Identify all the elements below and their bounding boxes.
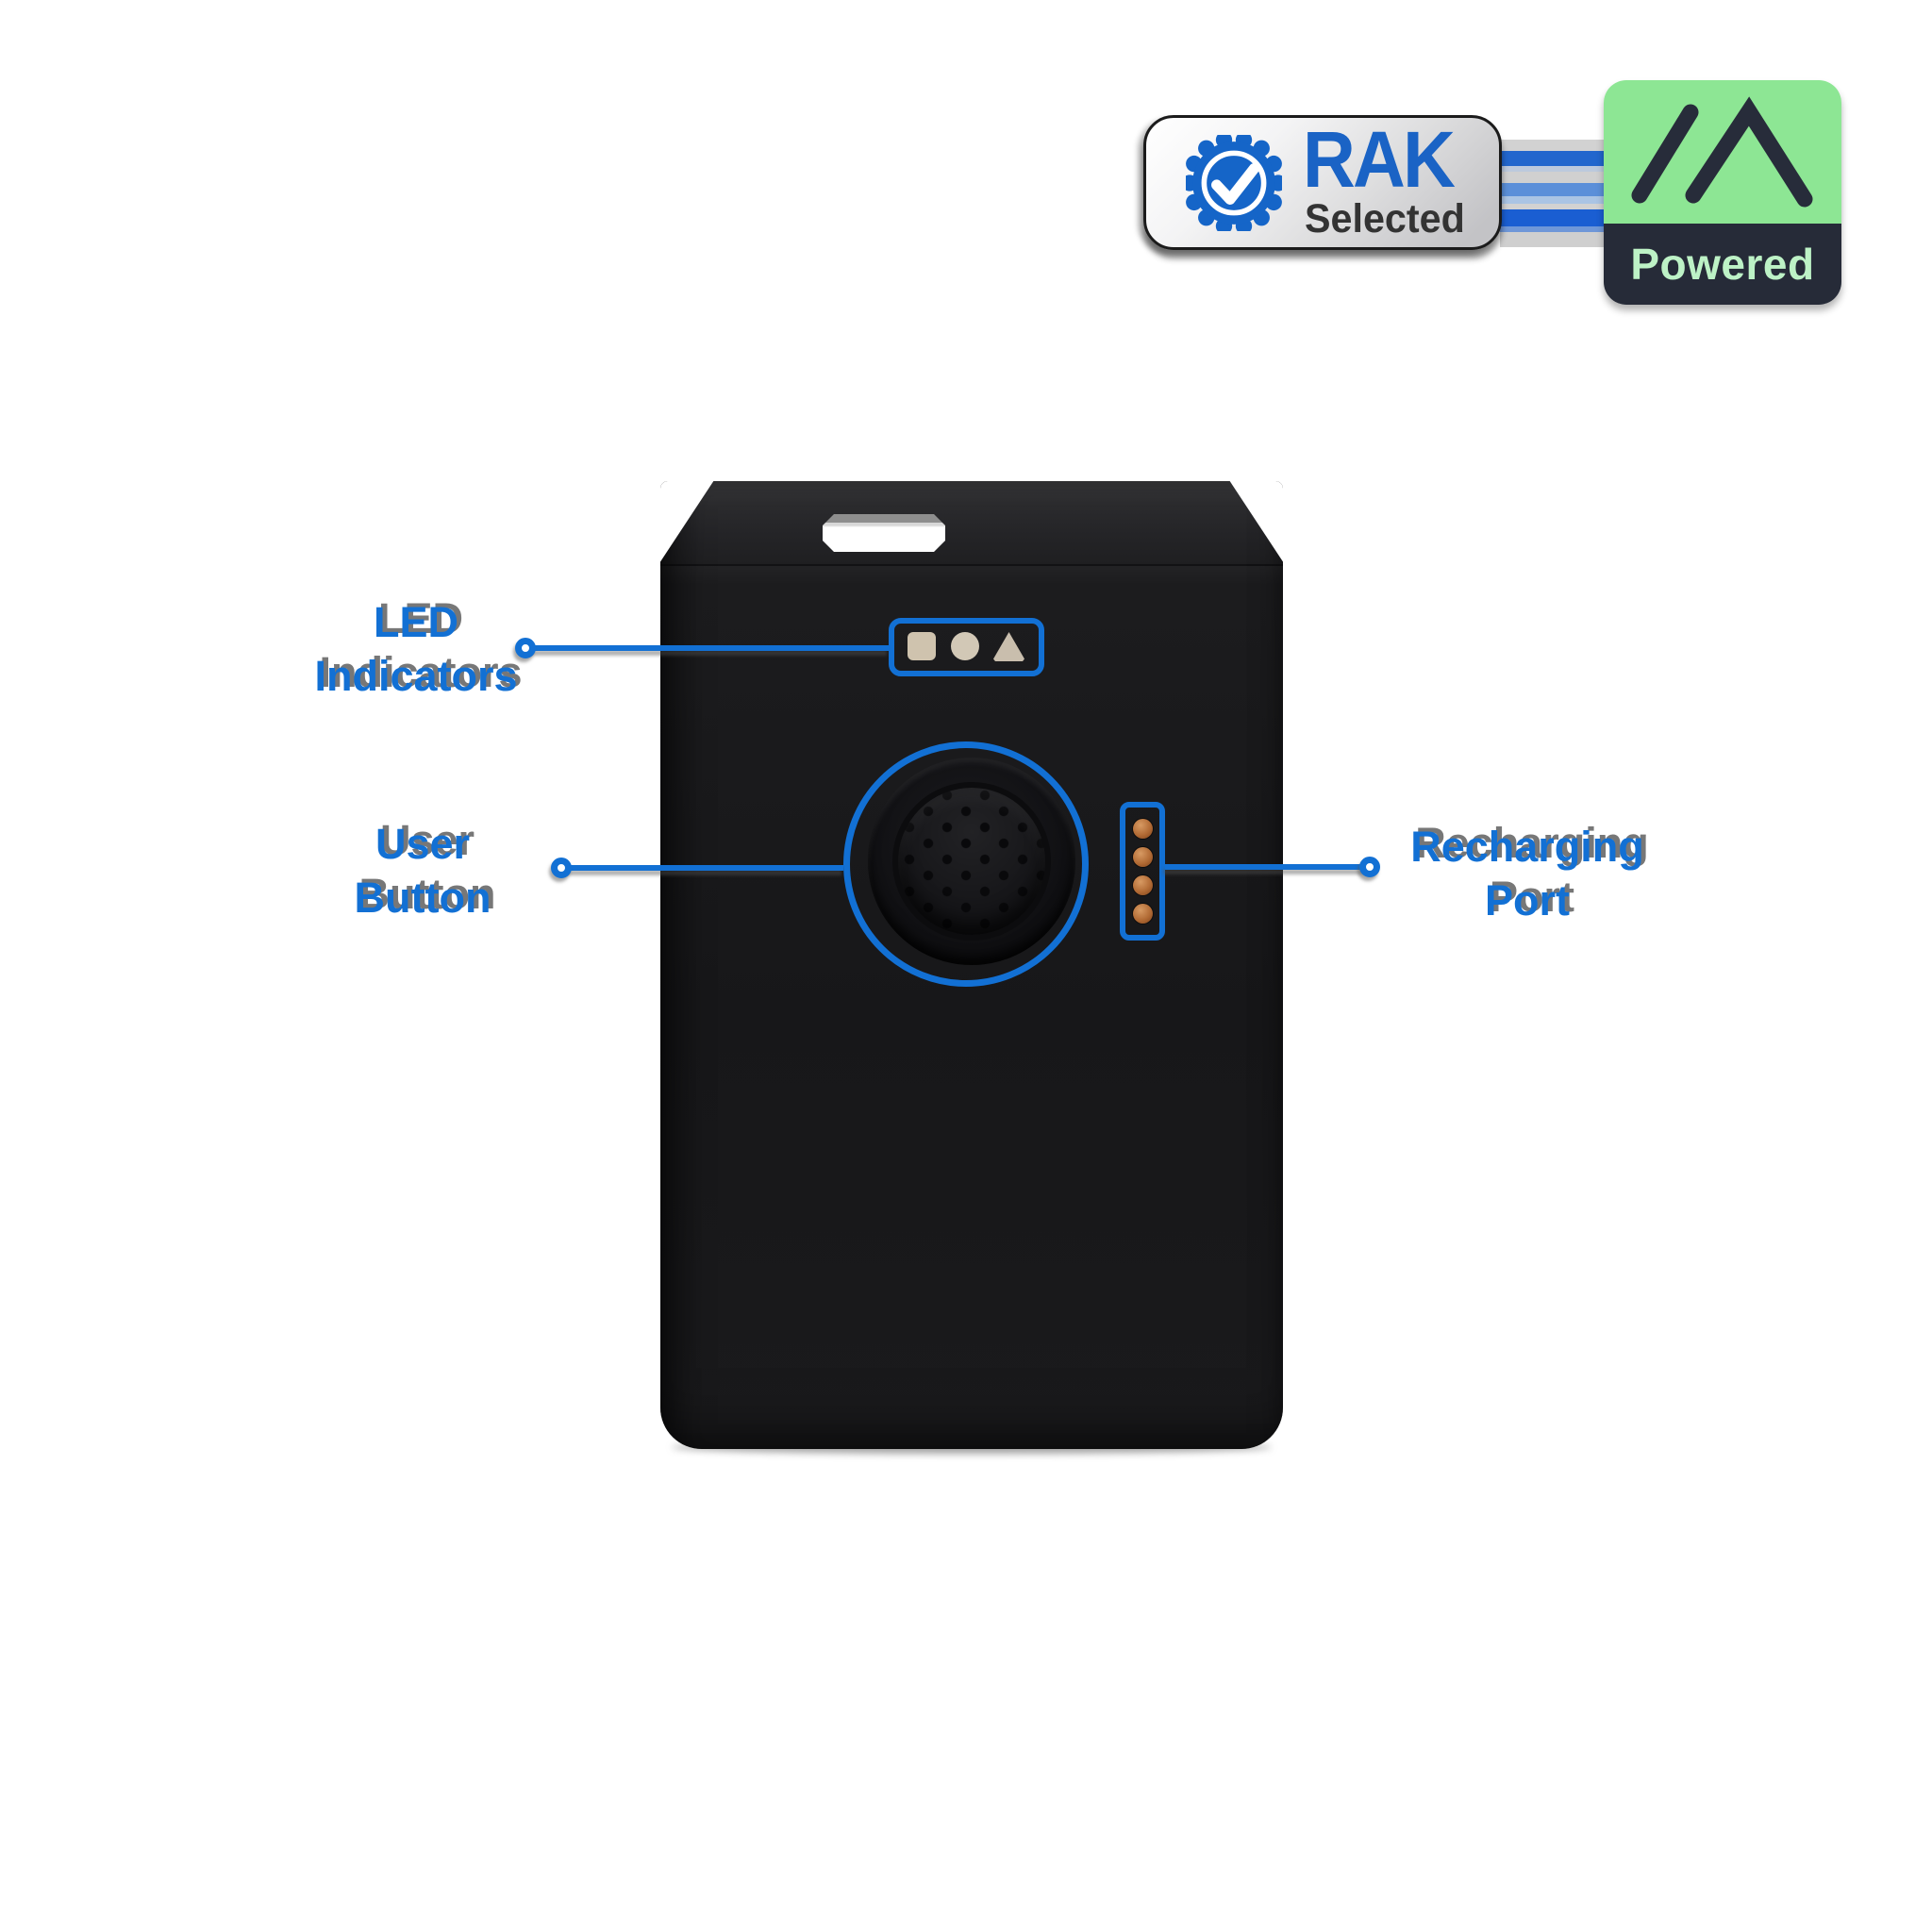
led-callout-marker [515,638,536,658]
user-button-callout-marker [551,858,572,878]
powered-badge-label-panel: Powered [1604,224,1841,305]
charging-pin-contact [1132,847,1153,867]
led-label-line1: LED [374,598,458,646]
led-triangle-icon [993,632,1024,661]
recharging-port-label: Recharging Port [1376,820,1678,927]
slash-caret-logo-icon [1631,96,1813,208]
led-indicators-label: LED Indicators [265,595,567,703]
user-button-label-line2: Button [354,874,491,922]
recharging-port-callout-marker [1359,857,1380,877]
lanyard-slot [823,514,945,552]
user-button-highlight-ring [843,741,1089,987]
rak-badge-title: RAK [1303,115,1456,204]
user-button-callout-line [561,865,843,871]
powered-badge-label: Powered [1630,240,1815,289]
user-button-label-line1: User [375,820,471,868]
recharging-port-callout-line [1165,864,1370,870]
powered-badge: Powered [1604,80,1841,305]
rak-badge-subtitle: Selected [1305,196,1465,242]
charging-pin-contact [1132,875,1153,895]
led-label-line2: Indicators [314,652,518,700]
badge-connector-ribbon [1500,140,1611,247]
rak-selected-badge: RAK Selected [1143,115,1502,250]
led-indicators-highlight-box [889,618,1044,676]
user-button-label: User Button [272,817,574,924]
recharging-port-label-line2: Port [1485,876,1570,924]
charging-pin-contact [1132,904,1153,924]
led-callout-line [525,645,889,651]
recharging-port-label-line1: Recharging [1410,823,1644,871]
check-seal-icon [1186,135,1282,231]
led-square-icon [908,632,936,660]
led-circle-icon [951,632,979,660]
recharging-port-highlight-box [1120,802,1165,941]
device-top-bevel [660,481,1283,566]
charging-pin-contact [1132,819,1153,839]
powered-badge-logo-panel [1604,80,1841,224]
